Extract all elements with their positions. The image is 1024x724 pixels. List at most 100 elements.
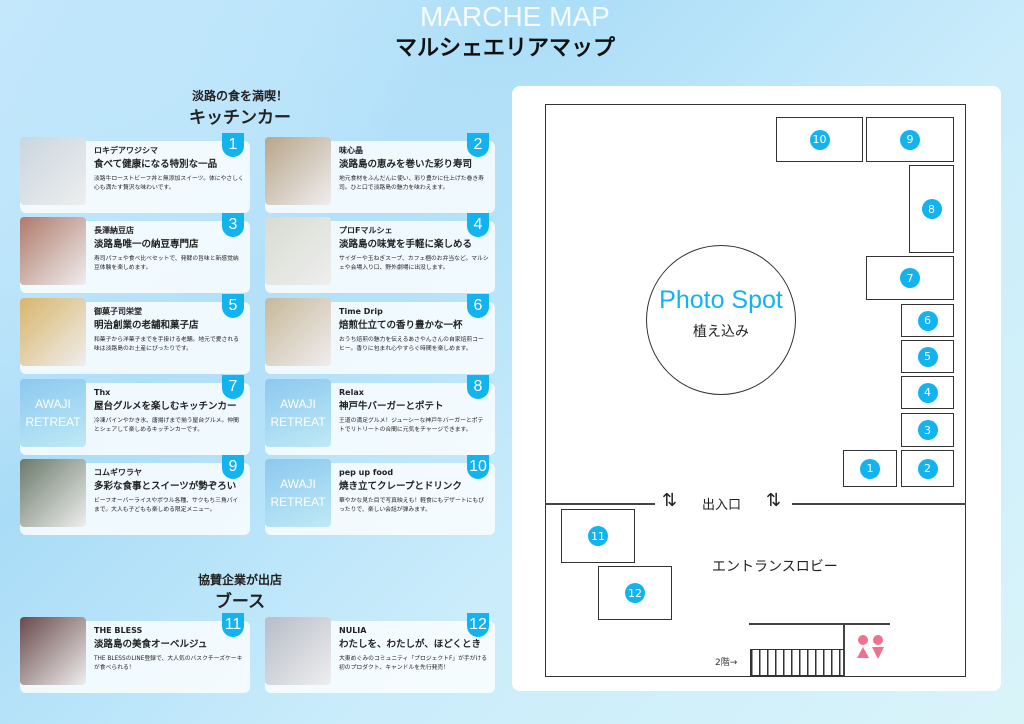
planting-label: 植え込み [693,324,749,340]
vendor-name: Time Drip [339,307,383,316]
image-text: AWAJI [35,397,71,411]
image-text: AWAJI [280,477,316,491]
image-text: RETREAT [270,415,326,429]
vendor-name: NULIA [339,626,367,635]
number-badge: 8 [467,375,489,399]
booth-number: 10 [809,129,830,150]
map-booth-11[interactable]: 11 [561,509,635,563]
divider [792,503,966,505]
number-badge: 2 [467,133,489,157]
photo-spot-label: Photo Spot [659,286,783,314]
kitchen-heading: キッチンカー [189,108,291,128]
kitchen-subtitle: 淡路の食を満喫！ [191,89,288,103]
booths-subtitle: 協賛企業が出店 [197,573,282,587]
vendor-name: プロFマルシェ [339,226,393,235]
photo-spot: Photo Spot 植え込み [646,245,796,395]
vendor-image [265,298,331,366]
lobby-label: エントランスロビー [712,559,838,575]
vendor-image [20,617,86,685]
booth-number: 7 [900,268,920,288]
number-badge: 10 [467,455,489,479]
vendor-description: 淡路牛ローストビーフ丼と無添加スイーツ。体にやさしく心も満たす贅沢な味わいです。 [94,176,244,191]
vendor-card: 5 御菓子司栄堂 明治創業の老舗和菓子店 和菓子から洋菓子までを手掛ける老舗。地… [20,294,250,374]
vendor-catchphrase: 焙煎仕立ての香り豊かな一杯 [339,320,463,331]
number-badge: 4 [467,213,489,237]
vendor-image [20,298,86,366]
vendor-catchphrase: 淡路島の恵みを巻いた彩り寿司 [339,159,473,170]
map-booth-9[interactable]: 9 [866,117,954,162]
vendor-image [20,137,86,205]
booth-number: 5 [917,346,938,367]
vendor-catchphrase: 淡路島の味覚を手軽に楽しめる [339,239,473,250]
vendor-description: サイダーや玉ねぎスープ、カフェ梱のお弁当など。マルシェや会場入り口、野外劇場に出… [339,256,489,271]
map-booth-1[interactable]: 1 [843,450,897,487]
map-booth-8[interactable]: 8 [909,165,954,253]
booth-number: 6 [917,310,938,331]
booth-number: 1 [860,458,880,479]
vendor-name: THE BLESS [94,626,143,635]
vendor-image [20,217,86,285]
floor2-label: 2階→ [715,658,738,668]
map-booth-2[interactable]: 2 [901,450,954,487]
vendor-card: 4 プロFマルシェ 淡路島の味覚を手軽に楽しめる サイダーや玉ねぎスープ、カフェ… [265,213,495,293]
number-badge: 1 [222,133,244,157]
vendor-description: 和菓子から洋菓子までを手掛ける老舗。地元で愛される味は淡路島のお土産にぴったりで… [94,337,239,352]
map-booth-7[interactable]: 7 [866,256,954,300]
vendor-description: 寿司パフェや食べ比べセットで、発酵の旨味と新感覚納豆体験を楽しめます。 [94,256,239,271]
vendor-image [265,217,331,285]
vendor-catchphrase: 神戸牛バーガーとポテト [339,401,444,412]
vendor-card: 2 味心晶 淡路島の恵みを巻いた彩り寿司 地元食材をふんだんに使い、彩り豊かに仕… [265,133,495,213]
vendor-catchphrase: 明治創業の老舗和菓子店 [94,320,199,331]
vendor-name: Thx [94,388,111,397]
divider [545,503,655,505]
map-booth-6[interactable]: 6 [901,304,954,337]
booths-heading: ブース [214,592,266,612]
map-booth-12[interactable]: 12 [598,566,672,620]
booth-number: 9 [900,129,920,150]
vendor-name: 味心晶 [339,146,363,155]
bg-title: MARCHE MAP [420,1,610,32]
vendor-description: 冷凍パインやかき氷、唐揚げまで揃う屋台グルメ。仲間とシェアして楽しめるキッチンカ… [94,418,239,433]
vendor-catchphrase: 多彩な食事とスイーツが勢ぞろい [94,481,237,492]
vendor-description: おうち焙煎の魅力を伝えるあさやんさんの自家焙煎コーヒー。香りに包まれ心やすらぐ時… [339,337,484,352]
arrow-icon: ⇅ [766,490,782,511]
booth-number: 2 [917,458,938,479]
image-text: RETREAT [270,495,326,509]
booth-number: 3 [917,420,938,440]
number-badge: 5 [222,294,244,318]
booth-number: 4 [917,382,938,403]
wall [749,623,890,625]
vendor-image [20,459,86,527]
map-booth-5[interactable]: 5 [901,340,954,373]
arrow-icon: ⇅ [662,490,678,511]
entrance-label: 出入口 [702,498,742,513]
vendor-catchphrase: わたしを、わたしが、ほどくとき [339,639,482,650]
number-badge: 6 [467,294,489,318]
number-badge: 3 [222,213,244,237]
vendor-card: 6 Time Drip 焙煎仕立ての香り豊かな一杯 おうち焙煎の魅力を伝えるあさ… [265,294,495,374]
vendor-catchphrase: 屋台グルメを楽しむキッチンカー [94,401,237,412]
vendor-card: 11 THE BLESS 淡路島の美食オーベルジュ THE BLESSのLINE… [20,613,250,693]
stairs [750,649,844,676]
building-outline [545,104,966,677]
map-booth-4[interactable]: 4 [901,376,954,409]
vendor-image: AWAJI RETREAT [265,459,331,527]
vendor-card: 3 長澤納豆店 淡路島唯一の納豆専門店 寿司パフェや食べ比べセットで、発酵の旨味… [20,213,250,293]
vendor-description: 大東めぐみのコミュニティ「プロジェクトF」が手がける初のプロダクト、キャンドルを… [339,656,488,671]
vendor-card: 9 コムギワラヤ 多彩な食事とスイーツが勢ぞろい ビーフオーバーライスやボウル各… [20,455,250,535]
restroom-icon [857,635,884,659]
vendor-card: 12 NULIA わたしを、わたしが、ほどくとき 大東めぐみのコミュニティ「プロ… [265,613,495,693]
map-booth-10[interactable]: 10 [776,117,863,162]
vendor-description: ビーフオーバーライスやボウル各種、サクもち三角パイまで。大人も子どもも楽しめる限… [94,498,239,513]
vendor-catchphrase: 淡路島唯一の納豆専門店 [94,239,199,250]
map-booth-3[interactable]: 3 [901,413,954,447]
vendor-catchphrase: 焼き立てクレープとドリンク [339,481,462,492]
booth-number: 8 [921,199,942,219]
vendor-description: 華やかな見た目で写真映えも！軽食にもデザートにもぴったりで、楽しい会話が弾みます… [339,498,484,513]
